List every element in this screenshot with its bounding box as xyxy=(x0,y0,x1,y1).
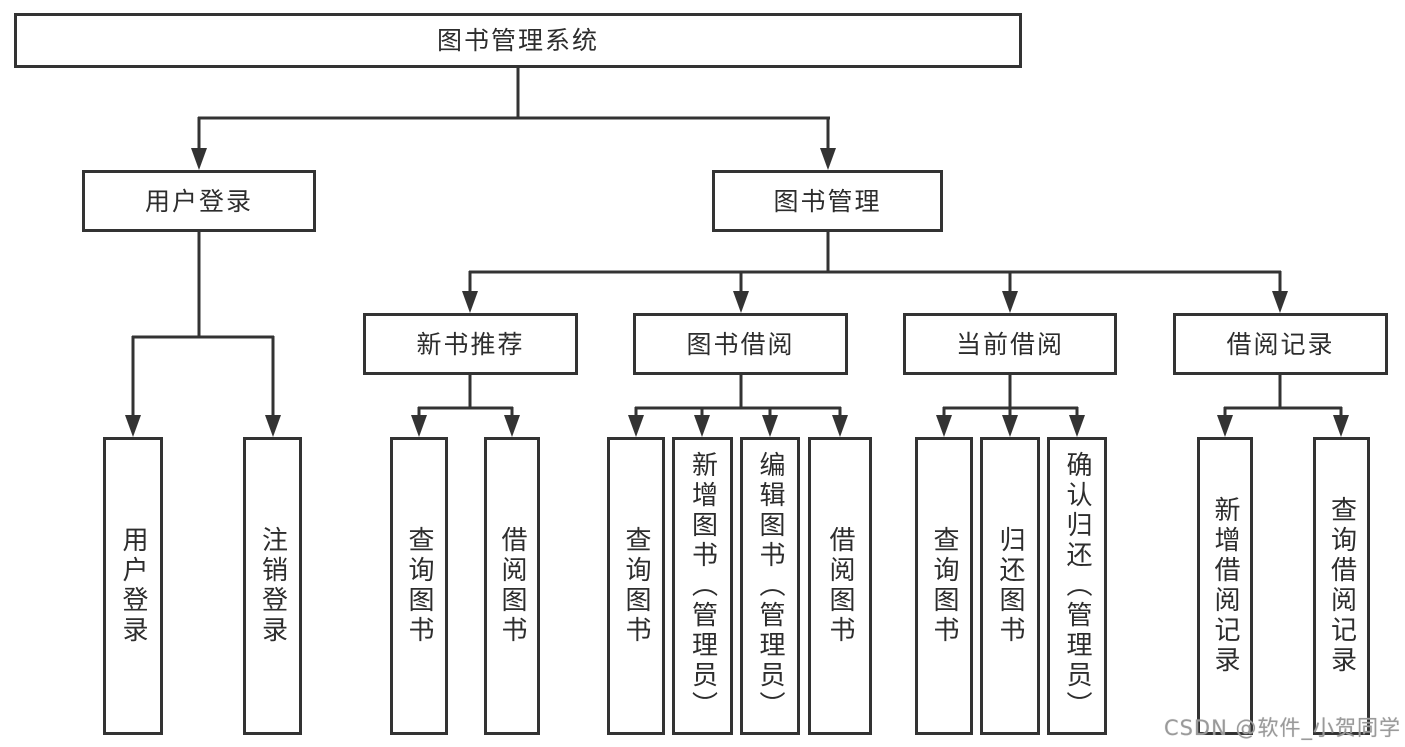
leaf-add-books-admin: 新增图书（管理员） xyxy=(672,437,733,735)
arrowhead xyxy=(820,148,836,170)
leaf-confirm-return-admin: 确认归还（管理员） xyxy=(1047,437,1107,735)
arrowhead xyxy=(733,291,749,313)
arrowhead xyxy=(936,415,952,437)
leaf-logout: 注销登录 xyxy=(243,437,302,735)
leaf-query-books-borrowing: 查询图书 xyxy=(607,437,665,735)
node-new-book-recommendation: 新书推荐 xyxy=(363,313,578,375)
arrowhead xyxy=(1217,415,1233,437)
node-current-borrowing: 当前借阅 xyxy=(903,313,1117,375)
arrowhead xyxy=(832,415,848,437)
arrowhead xyxy=(1002,415,1018,437)
node-book-management: 图书管理 xyxy=(712,170,943,232)
arrowhead xyxy=(411,415,427,437)
node-book-borrowing: 图书借阅 xyxy=(633,313,848,375)
node-borrowing-records: 借阅记录 xyxy=(1173,313,1388,375)
arrowhead xyxy=(504,415,520,437)
csdn-watermark: CSDN @软件_小贺同学 xyxy=(1163,716,1401,740)
arrowhead xyxy=(1069,415,1085,437)
arrowhead xyxy=(1272,291,1288,313)
arrowhead xyxy=(628,415,644,437)
leaf-query-books-recommend: 查询图书 xyxy=(390,437,448,735)
leaf-borrow-books-borrowing: 借阅图书 xyxy=(808,437,872,735)
arrowhead xyxy=(191,148,207,170)
leaf-borrow-books-recommend: 借阅图书 xyxy=(484,437,540,735)
arrowhead xyxy=(125,415,141,437)
leaf-add-borrow-record: 新增借阅记录 xyxy=(1197,437,1253,735)
node-user-login: 用户登录 xyxy=(82,170,316,232)
arrowhead xyxy=(1002,291,1018,313)
arrowhead xyxy=(694,415,710,437)
arrowhead xyxy=(265,415,281,437)
node-library-management-system: 图书管理系统 xyxy=(14,13,1022,68)
leaf-query-borrow-record: 查询借阅记录 xyxy=(1313,437,1370,735)
arrowhead xyxy=(1333,415,1349,437)
leaf-query-books-current: 查询图书 xyxy=(915,437,973,735)
leaf-return-books: 归还图书 xyxy=(980,437,1040,735)
arrowheads xyxy=(125,148,1349,437)
arrowhead xyxy=(462,291,478,313)
leaf-edit-books-admin: 编辑图书（管理员） xyxy=(740,437,800,735)
leaf-user-login: 用户登录 xyxy=(103,437,163,735)
arrowhead xyxy=(762,415,778,437)
connector-root-to-level2 xyxy=(131,68,1343,419)
